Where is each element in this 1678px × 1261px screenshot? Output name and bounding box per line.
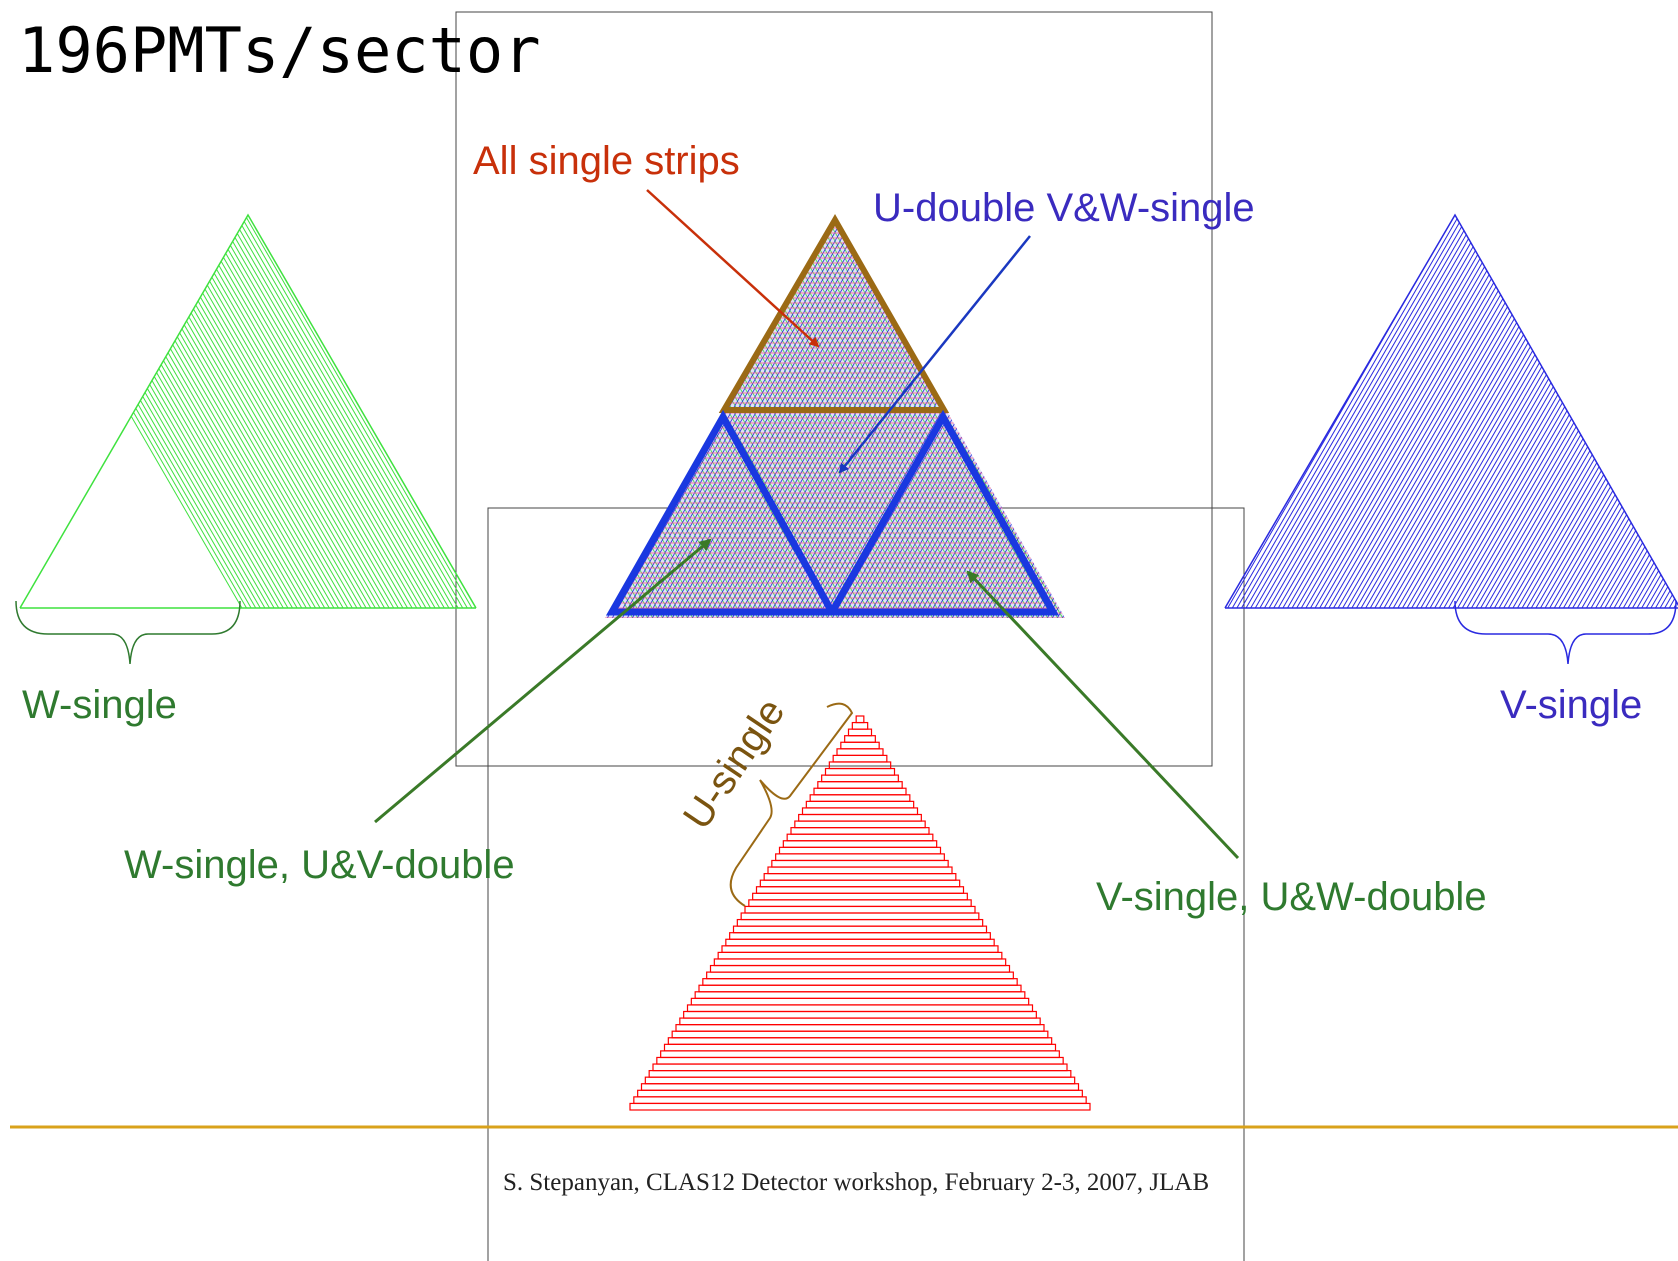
u-single-brace <box>729 702 854 907</box>
label-all-single-strips: All single strips <box>473 139 740 183</box>
label-u-single: U-single <box>675 691 794 837</box>
arrow-all-single <box>646 189 820 348</box>
arrow-u-double <box>838 235 1031 474</box>
u-double-region-outline <box>718 214 950 413</box>
combined-strips-triangle <box>605 215 1065 618</box>
label-w-single-uv-double: W-single, U&V-double <box>124 843 515 887</box>
arrow-v-single-uw-double <box>966 570 1240 860</box>
label-v-single-uw-double: V-single, U&W-double <box>1096 875 1487 919</box>
footer-credit: S. Stepanyan, CLAS12 Detector workshop, … <box>503 1169 1209 1196</box>
label-u-double: U-double V&W-single <box>873 186 1255 230</box>
v-strips-triangle <box>1224 213 1678 609</box>
label-v-single: V-single <box>1500 683 1642 727</box>
label-w-single: W-single <box>22 683 177 727</box>
v-single-brace <box>1454 600 1677 665</box>
arrow-w-single-uv-double <box>374 538 712 824</box>
w-single-brace <box>15 600 241 665</box>
v-single-region-outline <box>825 409 1059 616</box>
w-single-region-outline <box>605 409 838 616</box>
top-frame <box>455 11 1213 767</box>
slide-title: 196PMTs/sector <box>18 14 541 87</box>
u-strips-triangle <box>629 715 1091 1111</box>
